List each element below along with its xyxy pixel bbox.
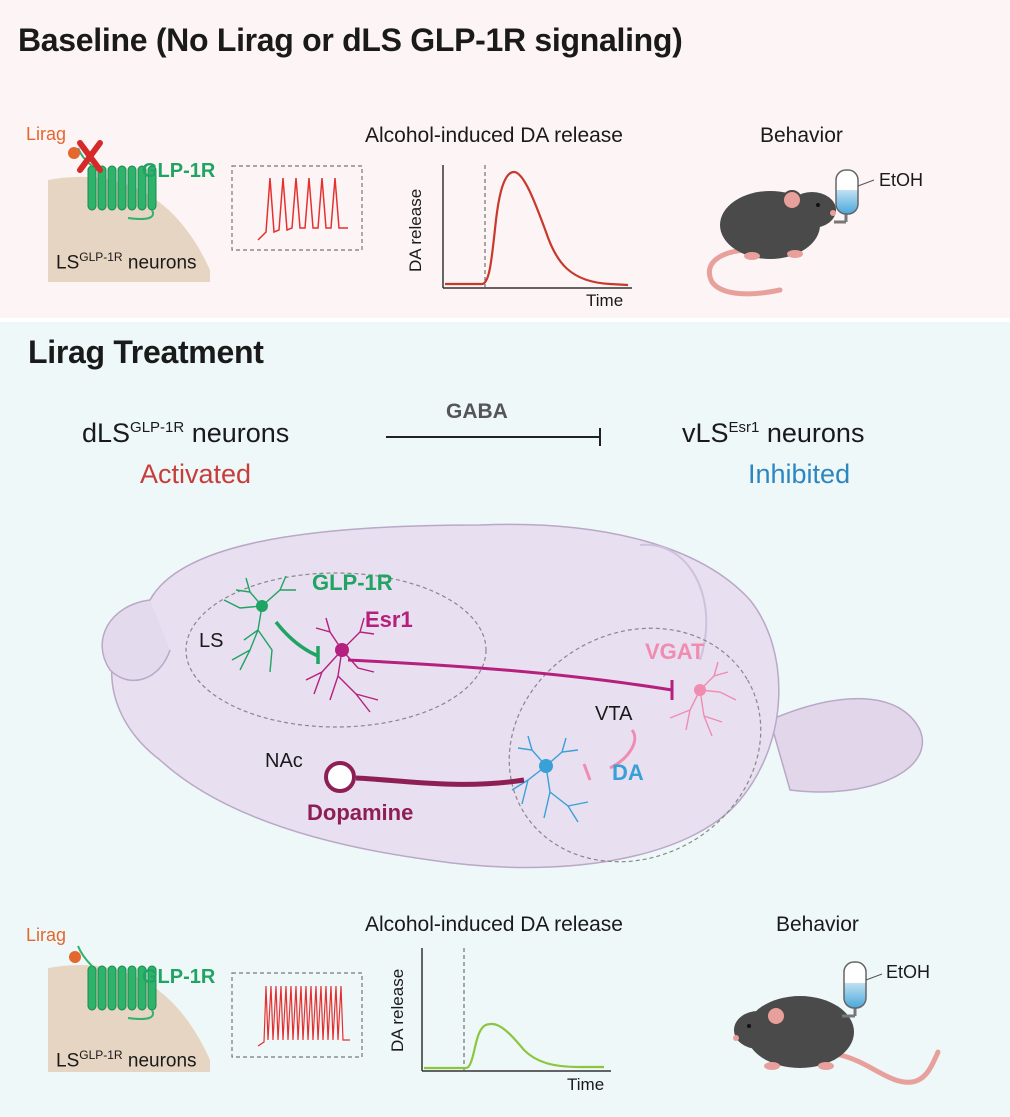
firing-trace-2 — [257, 985, 350, 1047]
receptor-label: GLP-1R — [142, 160, 216, 182]
bottle-icon-2 — [842, 961, 867, 1018]
baseline-da-chart — [442, 165, 632, 289]
blocked-x-icon — [77, 140, 103, 173]
firing-box-2 — [231, 972, 363, 1058]
y-axis-label: DA release — [406, 188, 425, 272]
brain-glp1r-label: GLP-1R — [312, 570, 393, 595]
vgat-label: VGAT — [645, 639, 705, 664]
baseline-da-curve — [445, 170, 629, 287]
receptor-label-2: GLP-1R — [142, 966, 216, 988]
glp1r-neuron-icon — [223, 575, 296, 673]
mouse-icon — [706, 190, 836, 297]
receptor-icon-2 — [87, 965, 157, 1011]
brain-shape — [101, 523, 923, 869]
lirag-label: Lirag — [26, 124, 67, 144]
baseline-title: Baseline (No Lirag or dLS GLP-1R signali… — [18, 22, 683, 58]
da-neuron-icon — [511, 735, 589, 823]
behavior-label: Behavior — [760, 124, 843, 147]
lirag-molecule-icon — [68, 147, 80, 159]
firing-box — [231, 165, 363, 251]
lirag-label-2: Lirag — [26, 925, 67, 945]
treatment-title: Lirag Treatment — [28, 334, 264, 370]
x-axis-label-2: Time — [567, 1075, 605, 1094]
bottle-icon — [834, 169, 859, 224]
activated-label: Activated — [140, 459, 252, 489]
treatment-da-chart — [421, 948, 611, 1072]
neurons-label-2: LSGLP-1R neurons — [56, 1048, 197, 1072]
da-label: DA — [612, 760, 644, 785]
ls-region — [185, 572, 487, 728]
etoh-label: EtOH — [879, 170, 924, 190]
y-axis-label-2: DA release — [388, 968, 407, 1052]
firing-trace — [257, 177, 348, 241]
dopamine-projection — [355, 775, 525, 787]
da-title: Alcohol-induced DA release — [365, 124, 623, 147]
ls-label: LS — [199, 630, 224, 652]
inhibited-label: Inhibited — [748, 459, 851, 489]
esr1-label: Esr1 — [365, 607, 413, 632]
x-axis-label: Time — [586, 291, 624, 310]
treatment-da-curve — [424, 1022, 604, 1070]
etoh-label-2: EtOH — [886, 962, 931, 982]
receptor-icon — [87, 165, 157, 211]
dopamine-label: Dopamine — [307, 800, 414, 825]
da-title-2: Alcohol-induced DA release — [365, 913, 623, 936]
lirag-molecule-icon-2 — [69, 951, 81, 963]
nac-label: NAc — [265, 750, 303, 772]
neurons-label: LSGLP-1R neurons — [56, 250, 197, 274]
mouse-icon-2 — [733, 996, 941, 1085]
nac-terminal-icon — [324, 761, 356, 793]
gaba-label: GABA — [446, 400, 508, 423]
vta-region — [508, 627, 762, 863]
vta-label: VTA — [595, 703, 633, 725]
esr1-neuron-icon — [305, 617, 379, 713]
vgat-neuron-icon — [669, 661, 737, 737]
dls-neurons-label: dLSGLP-1R neurons — [82, 418, 290, 448]
behavior-label-2: Behavior — [776, 913, 859, 936]
vls-neurons-label: vLSEsr1 neurons — [682, 418, 865, 448]
